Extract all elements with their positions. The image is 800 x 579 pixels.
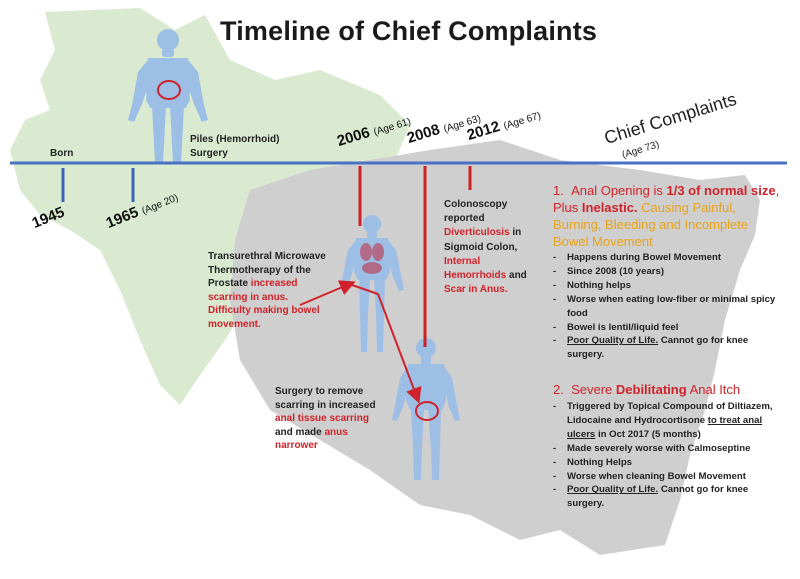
event-2008-part1: Surgery to remove scarring in increased [275,386,376,411]
event-2006-text: Transurethral Microwave Thermotherapy of… [208,250,333,331]
complaint-1-item: Nothing helps [553,279,788,293]
event-2012-part3: in Sigmoid Colon, [444,227,522,253]
complaint-1-quality: Poor Quality of Life. [567,335,659,347]
event-1965-line2: Surgery [190,147,228,159]
event-2008-part2: anal tissue scarring [275,413,369,424]
complaint-1-t3: , Plus [553,183,780,216]
organs [360,243,384,274]
event-2006-part2: increased scarring in anus. Difficulty m… [208,278,320,330]
event-2006-part1: Transurethral Microwave Thermotherapy of… [208,251,326,289]
complaint-1-item: Bowel is lentil/liquid feel [553,321,788,335]
event-2012-part1: Colonoscopy reported [444,199,508,225]
complaint-2-item: Made severely worse with Calmoseptine [553,442,788,456]
complaint-1-item: Since 2008 (10 years) [553,265,788,279]
event-2012-part5: and [506,269,527,281]
complaint-1-t2: 1/3 of normal size [666,183,776,198]
born-label: Born [50,148,74,159]
complaint-1-t4: Inelastic. [581,200,638,216]
complaint-2-item: Triggered by Topical Compound of Diltiaz… [553,400,788,442]
body-figure-top [128,29,208,162]
complaint-2-item1-u: to treat anal ulcers [567,414,763,440]
complaint-1-t1: Anal Opening is [571,183,667,198]
body-figure-bottom [392,338,460,480]
complaint-1-list: Happens during Bowel Movement Since 2008… [553,251,788,362]
event-2012-part2: Diverticulosis [444,227,510,239]
anus-circle-top [157,80,181,100]
india-map-shape [10,8,410,405]
event-2008-part4: anus narrower [275,426,348,452]
complaint-1-quality-rest: Cannot go for knee surgery. [567,335,749,361]
complaint-1-item: Poor Quality of Life. Cannot go for knee… [553,334,788,362]
event-1965-line1: Piles (Hemorrhoid) [190,134,280,145]
complaint-2-item: Poor Quality of Life. Cannot go for knee… [553,483,788,511]
arrow-from-text [351,284,379,295]
complaint-1-heading: 1. Anal Opening is 1/3 of normal size, P… [553,182,785,251]
complaint-2-t3: Anal Itch [686,382,741,397]
complaint-1-item: Worse when eating low-fiber or minimal s… [553,293,788,321]
arrow-to-pelvis [299,280,356,306]
event-2012-part6: Scar in Anus. [444,284,508,296]
complaint-2-quality: Poor Quality of Life. [567,484,659,496]
anus-circle-bottom [415,401,439,421]
complaint-1-t5: Causing Painful, Burning, Bleeding and I… [553,200,749,250]
page-title: Timeline of Chief Complaints [220,16,598,46]
complaint-1-item: Happens during Bowel Movement [553,251,788,265]
complaint-2-quality-rest: Cannot go for knee surgery. [567,484,749,510]
complaint-2-list: Triggered by Topical Compound of Diltiaz… [553,400,788,511]
event-2012-part4: Internal Hemorrhoids [444,255,507,281]
event-2012-text: Colonoscopy reported Diverticulosis in S… [444,198,536,297]
complaint-2-heading: 2. Severe Debilitating Anal Itch [553,381,785,398]
complaint-2-item: Nothing Helps [553,456,788,470]
event-2008-text: Surgery to remove scarring in increased … [275,385,387,453]
complaint-2-item1-a: Triggered by Topical Compound of Diltiaz… [567,401,773,426]
arrow-to-anus [377,293,422,404]
event-1965-label: Piles (Hemorrhoid) Surgery [190,133,279,160]
complaint-2-item1-b: in Oct 2017 (5 months) [595,428,701,440]
complaint-2-t2: Debilitating [615,382,687,397]
complaint-2-number: 2. [553,382,564,397]
complaint-2-t1: Severe [571,382,616,397]
complaint-2-item: Worse when cleaning Bowel Movement [553,470,788,484]
complaint-1-number: 1. [553,183,564,198]
event-2008-part3: and made [275,426,325,438]
